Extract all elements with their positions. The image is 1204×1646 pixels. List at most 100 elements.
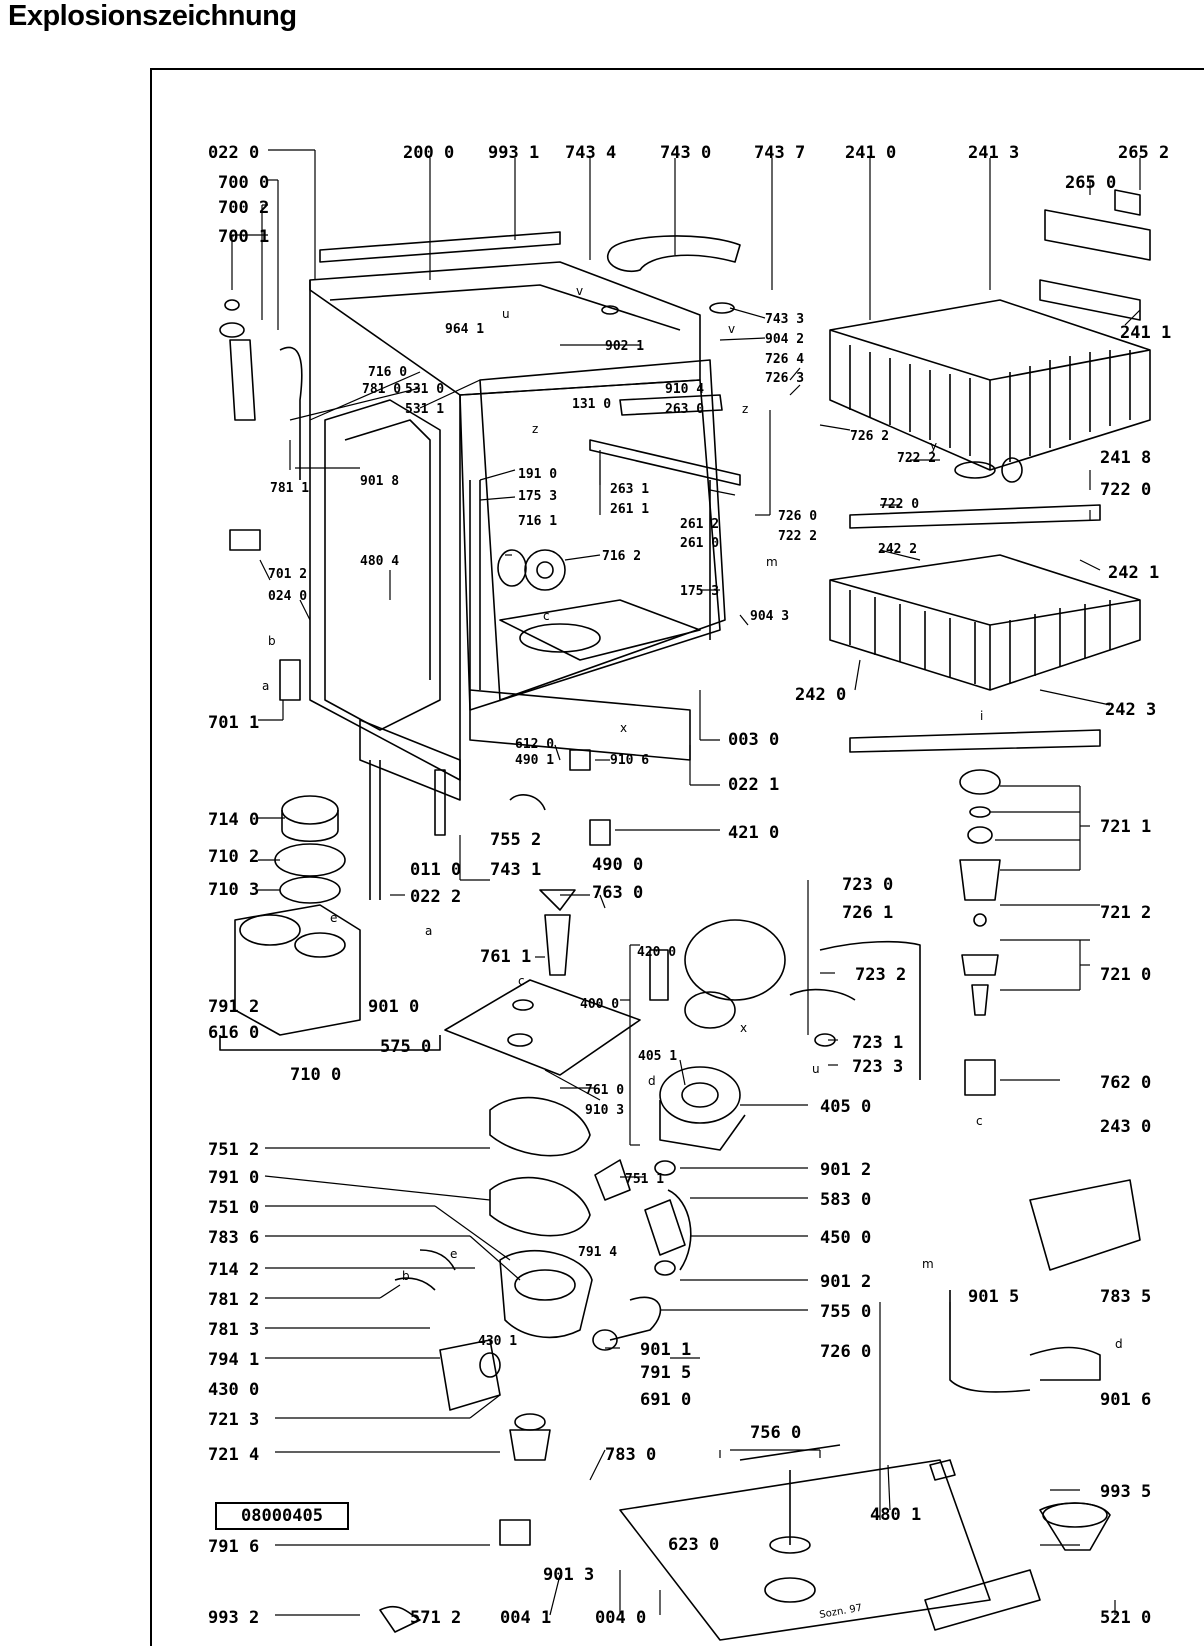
label-2413: 241 3 [968, 143, 1019, 163]
label-7103: 710 3 [208, 880, 259, 900]
label-7630: 763 0 [592, 883, 643, 903]
label-4500: 450 0 [820, 1228, 871, 1248]
letter-u: u [502, 307, 510, 321]
label-6160: 616 0 [208, 1023, 259, 1043]
drawing-frame [150, 68, 1204, 1646]
label-7810: 781 0 [362, 382, 401, 397]
label-9012: 901 2 [820, 1160, 871, 1180]
label-7220b: 722 0 [880, 497, 919, 512]
label-7102: 710 2 [208, 847, 259, 867]
label-7222b: 722 2 [778, 529, 817, 544]
label-7161: 716 1 [518, 514, 557, 529]
label-9932: 993 2 [208, 1608, 259, 1628]
letter-m: m [766, 555, 778, 569]
wrench-9932-part [379, 1605, 421, 1633]
rinse-aid-container-part [1029, 1179, 1141, 1271]
label-2430: 243 0 [1100, 1117, 1151, 1137]
letter-c-2: c [518, 974, 525, 988]
label-7211: 721 1 [1100, 817, 1151, 837]
label-2411: 241 1 [1120, 323, 1171, 343]
pump-motor-part [659, 919, 786, 1151]
filter-761-part [544, 914, 571, 976]
label-7560: 756 0 [750, 1423, 801, 1443]
label-7001: 700 1 [218, 227, 269, 247]
label-7220: 722 0 [1100, 480, 1151, 500]
label-2612: 261 2 [680, 517, 719, 532]
top-cover-part [319, 231, 561, 263]
label-5712: 571 2 [410, 1608, 461, 1628]
u-bracket-part [607, 235, 741, 272]
label-7231: 723 1 [852, 1033, 903, 1053]
ring-716-part [497, 549, 527, 587]
label-9042: 904 2 [765, 332, 804, 347]
label-7212: 721 2 [1100, 903, 1151, 923]
rod-0110-part [434, 769, 446, 836]
label-7512: 751 2 [208, 1140, 259, 1160]
label-7160: 716 0 [368, 365, 407, 380]
filter-plate-part [444, 979, 641, 1076]
lower-spray-arm-part [849, 729, 1101, 753]
filter-763-part [539, 889, 576, 911]
letter-x-2: x [740, 1021, 747, 1035]
drain-pump-part [439, 1339, 501, 1411]
label-7510: 751 0 [208, 1198, 259, 1218]
label-4000: 400 0 [580, 997, 619, 1012]
connector-letters: u v z z x x c c c b b a a e e d d m m u … [262, 284, 1123, 1351]
label-2630: 263 0 [665, 402, 704, 417]
label-9011: 901 1 [640, 1340, 691, 1360]
label-5750: 575 0 [380, 1037, 431, 1057]
seal-7910-part [489, 1176, 591, 1237]
label-2421: 242 1 [1108, 563, 1159, 583]
label-7264: 726 4 [765, 352, 804, 367]
label-7430: 743 0 [660, 143, 711, 163]
lower-basket-part [829, 554, 1141, 691]
label-4051: 405 1 [638, 1049, 677, 1064]
label-4901: 490 1 [515, 753, 554, 768]
spray-hub-part [959, 859, 1001, 901]
label-7233: 723 3 [852, 1057, 903, 1077]
label-7830: 783 0 [605, 1445, 656, 1465]
label-2652: 265 2 [1118, 143, 1169, 163]
label-7262: 726 2 [850, 429, 889, 444]
label-6230: 623 0 [668, 1535, 719, 1555]
label-7214: 721 4 [208, 1445, 259, 1465]
label-0221: 022 1 [728, 775, 779, 795]
label-0040: 004 0 [595, 1608, 646, 1628]
label-0220: 022 0 [208, 143, 259, 163]
label-2611: 261 1 [610, 502, 649, 517]
label-7915: 791 5 [640, 1363, 691, 1383]
label-7162: 716 2 [602, 549, 641, 564]
letter-b: b [268, 634, 276, 648]
label-9016: 901 6 [1100, 1390, 1151, 1410]
hose-7550-part [609, 1296, 662, 1341]
label-7836: 783 6 [208, 1228, 259, 1248]
label-5311: 531 1 [405, 402, 444, 417]
label-7011: 701 1 [208, 713, 259, 733]
letter-b-2: b [402, 1269, 410, 1283]
letter-x: x [620, 721, 627, 735]
clip-7012-part [229, 529, 261, 551]
label-7260b: 726 0 [820, 1342, 871, 1362]
label-7140: 714 0 [208, 810, 259, 830]
label-7511: 751 1 [625, 1172, 664, 1187]
letter-d-2: d [1115, 1337, 1123, 1351]
letter-c-3: c [976, 1114, 983, 1128]
label-1910: 191 0 [518, 467, 557, 482]
label-7437: 743 7 [754, 143, 805, 163]
label-2410: 241 0 [845, 143, 896, 163]
nut-721-part [959, 769, 1001, 795]
label-9104: 910 4 [665, 382, 704, 397]
base-plate-part [619, 1459, 991, 1641]
hose-4500-part [667, 1189, 692, 1271]
letter-z: z [532, 422, 538, 436]
sump-7510-part [499, 1250, 593, 1339]
letter-v-2: v [728, 322, 735, 336]
label-6120: 612 0 [515, 737, 554, 752]
letter-e: e [330, 911, 337, 925]
label-9935: 993 5 [1100, 1482, 1151, 1502]
spring-781-part [279, 346, 303, 480]
letter-u-2: u [812, 1062, 820, 1076]
label-9103: 910 3 [585, 1103, 624, 1118]
label-4050: 405 0 [820, 1097, 871, 1117]
